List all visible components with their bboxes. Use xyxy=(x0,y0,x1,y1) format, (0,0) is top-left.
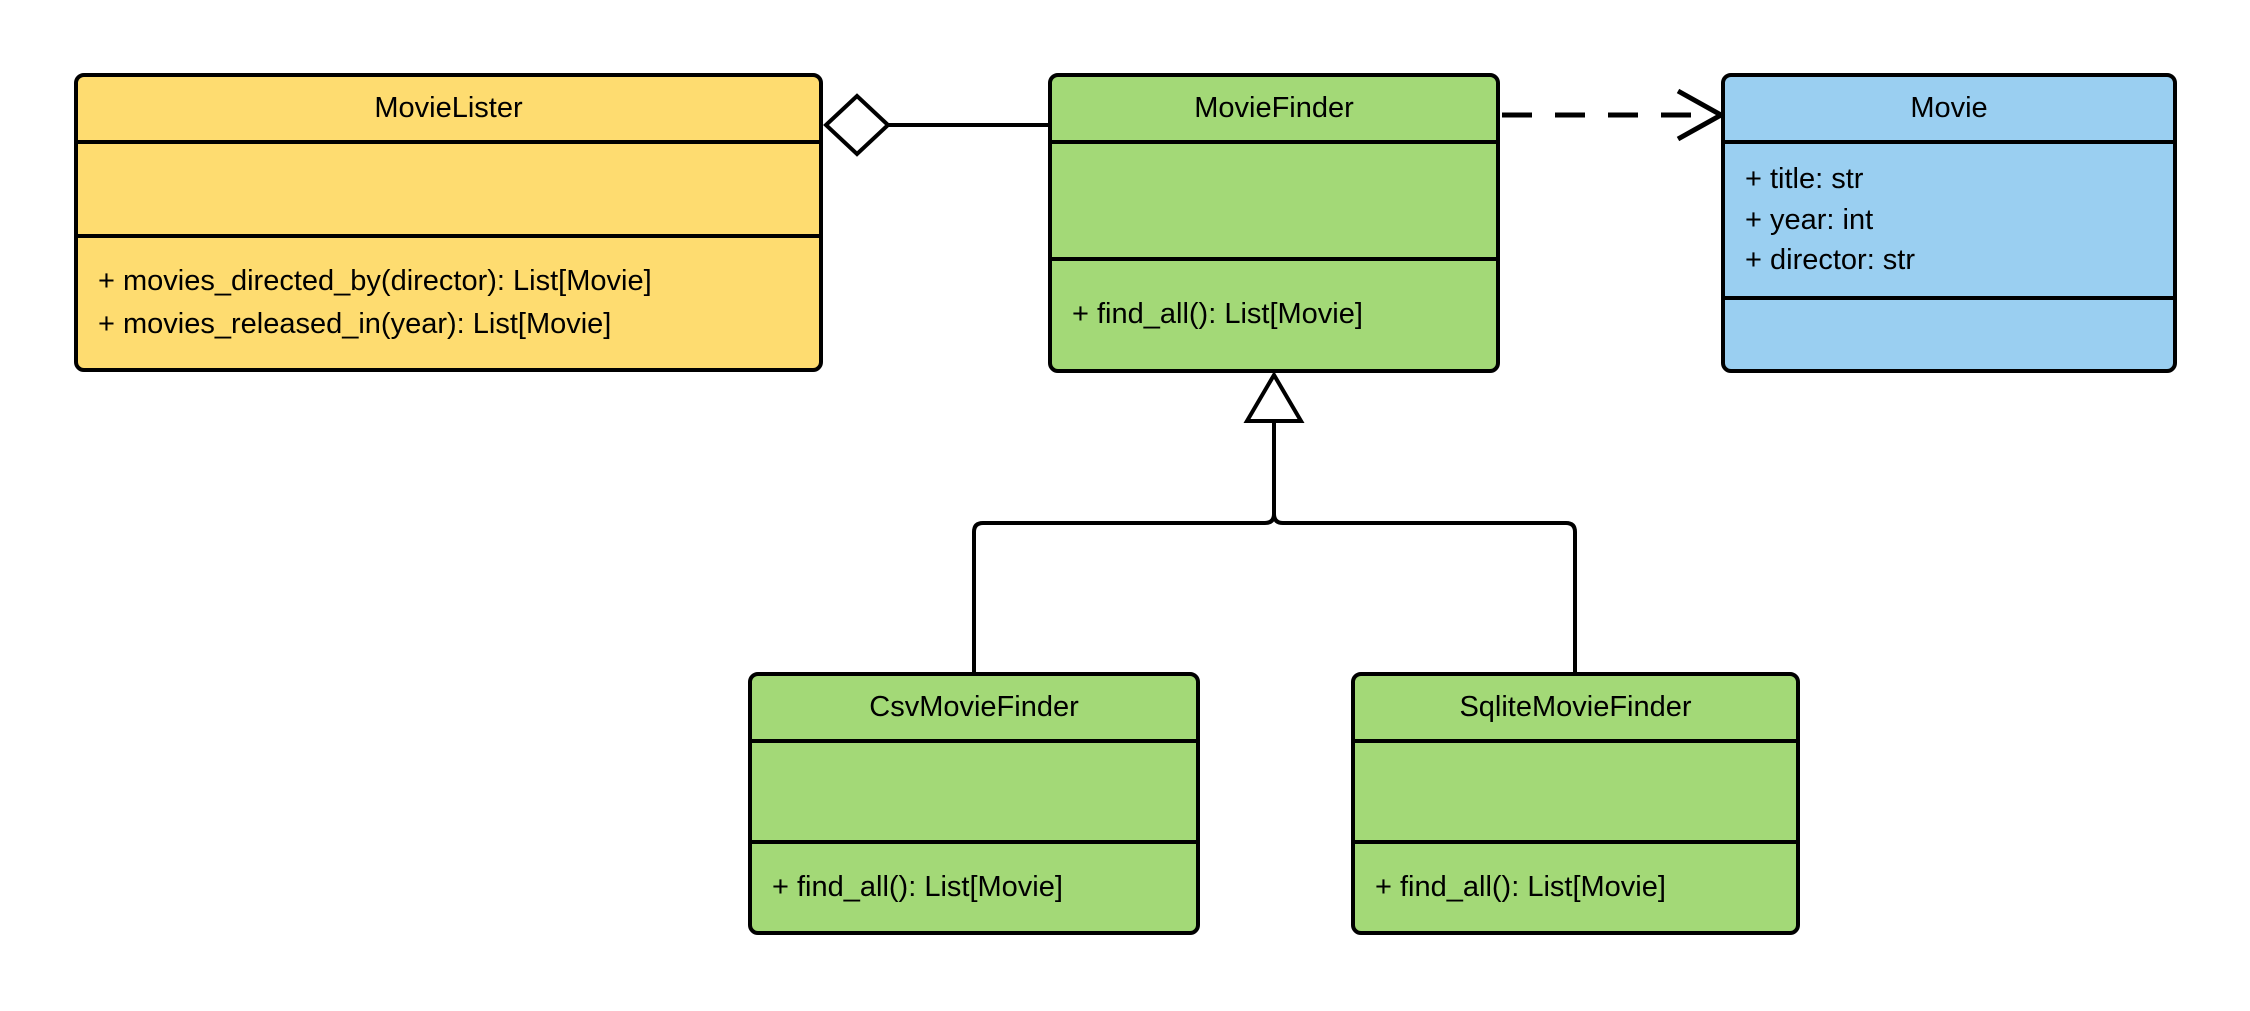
attribute-row: + title: str xyxy=(1745,163,1864,196)
class-title: SqliteMovieFinder xyxy=(1355,676,1796,743)
class-sqlitemoviefinder: SqliteMovieFinder + find_all(): List[Mov… xyxy=(1351,672,1800,935)
method-row: + movies_released_in(year): List[Movie] xyxy=(98,308,612,340)
attributes-compartment xyxy=(752,743,1196,844)
class-movie: Movie + title: str + year: int + directo… xyxy=(1721,73,2177,373)
generalization-connector xyxy=(972,371,1577,674)
generalization-branch-right xyxy=(1272,421,1577,674)
attributes-compartment xyxy=(1355,743,1796,844)
aggregation-diamond-icon xyxy=(823,93,891,157)
method-row: + find_all(): List[Movie] xyxy=(1072,298,1363,331)
class-title: Movie xyxy=(1725,77,2173,144)
method-row: + movies_directed_by(director): List[Mov… xyxy=(98,264,652,297)
attributes-compartment xyxy=(1052,144,1496,261)
class-moviefinder: MovieFinder + find_all(): List[Movie] xyxy=(1048,73,1500,373)
attributes-compartment xyxy=(78,144,819,238)
method-row: + find_all(): List[Movie] xyxy=(1375,870,1666,903)
class-title: MovieFinder xyxy=(1052,77,1496,144)
methods-compartment: + find_all(): List[Movie] xyxy=(1052,261,1496,369)
aggregation-connector xyxy=(823,93,1050,157)
methods-compartment xyxy=(1725,300,2173,369)
attributes-compartment: + title: str + year: int + director: str xyxy=(1725,144,2173,300)
class-csvmoviefinder: CsvMovieFinder + find_all(): List[Movie] xyxy=(748,672,1200,935)
method-row: + find_all(): List[Movie] xyxy=(772,870,1063,903)
methods-compartment: + movies_directed_by(director): List[Mov… xyxy=(78,238,819,368)
class-movielister: MovieLister + movies_directed_by(directo… xyxy=(74,73,823,372)
methods-compartment: + find_all(): List[Movie] xyxy=(752,844,1196,931)
generalization-branch-left xyxy=(972,421,1276,674)
attribute-row: + year: int xyxy=(1745,203,1874,236)
methods-compartment: + find_all(): List[Movie] xyxy=(1355,844,1796,931)
class-title: CsvMovieFinder xyxy=(752,676,1196,743)
generalization-hollow-triangle-icon xyxy=(1243,371,1305,423)
class-title: MovieLister xyxy=(78,77,819,144)
dependency-connector xyxy=(1502,88,1727,142)
attribute-row: + director: str xyxy=(1745,244,1916,277)
